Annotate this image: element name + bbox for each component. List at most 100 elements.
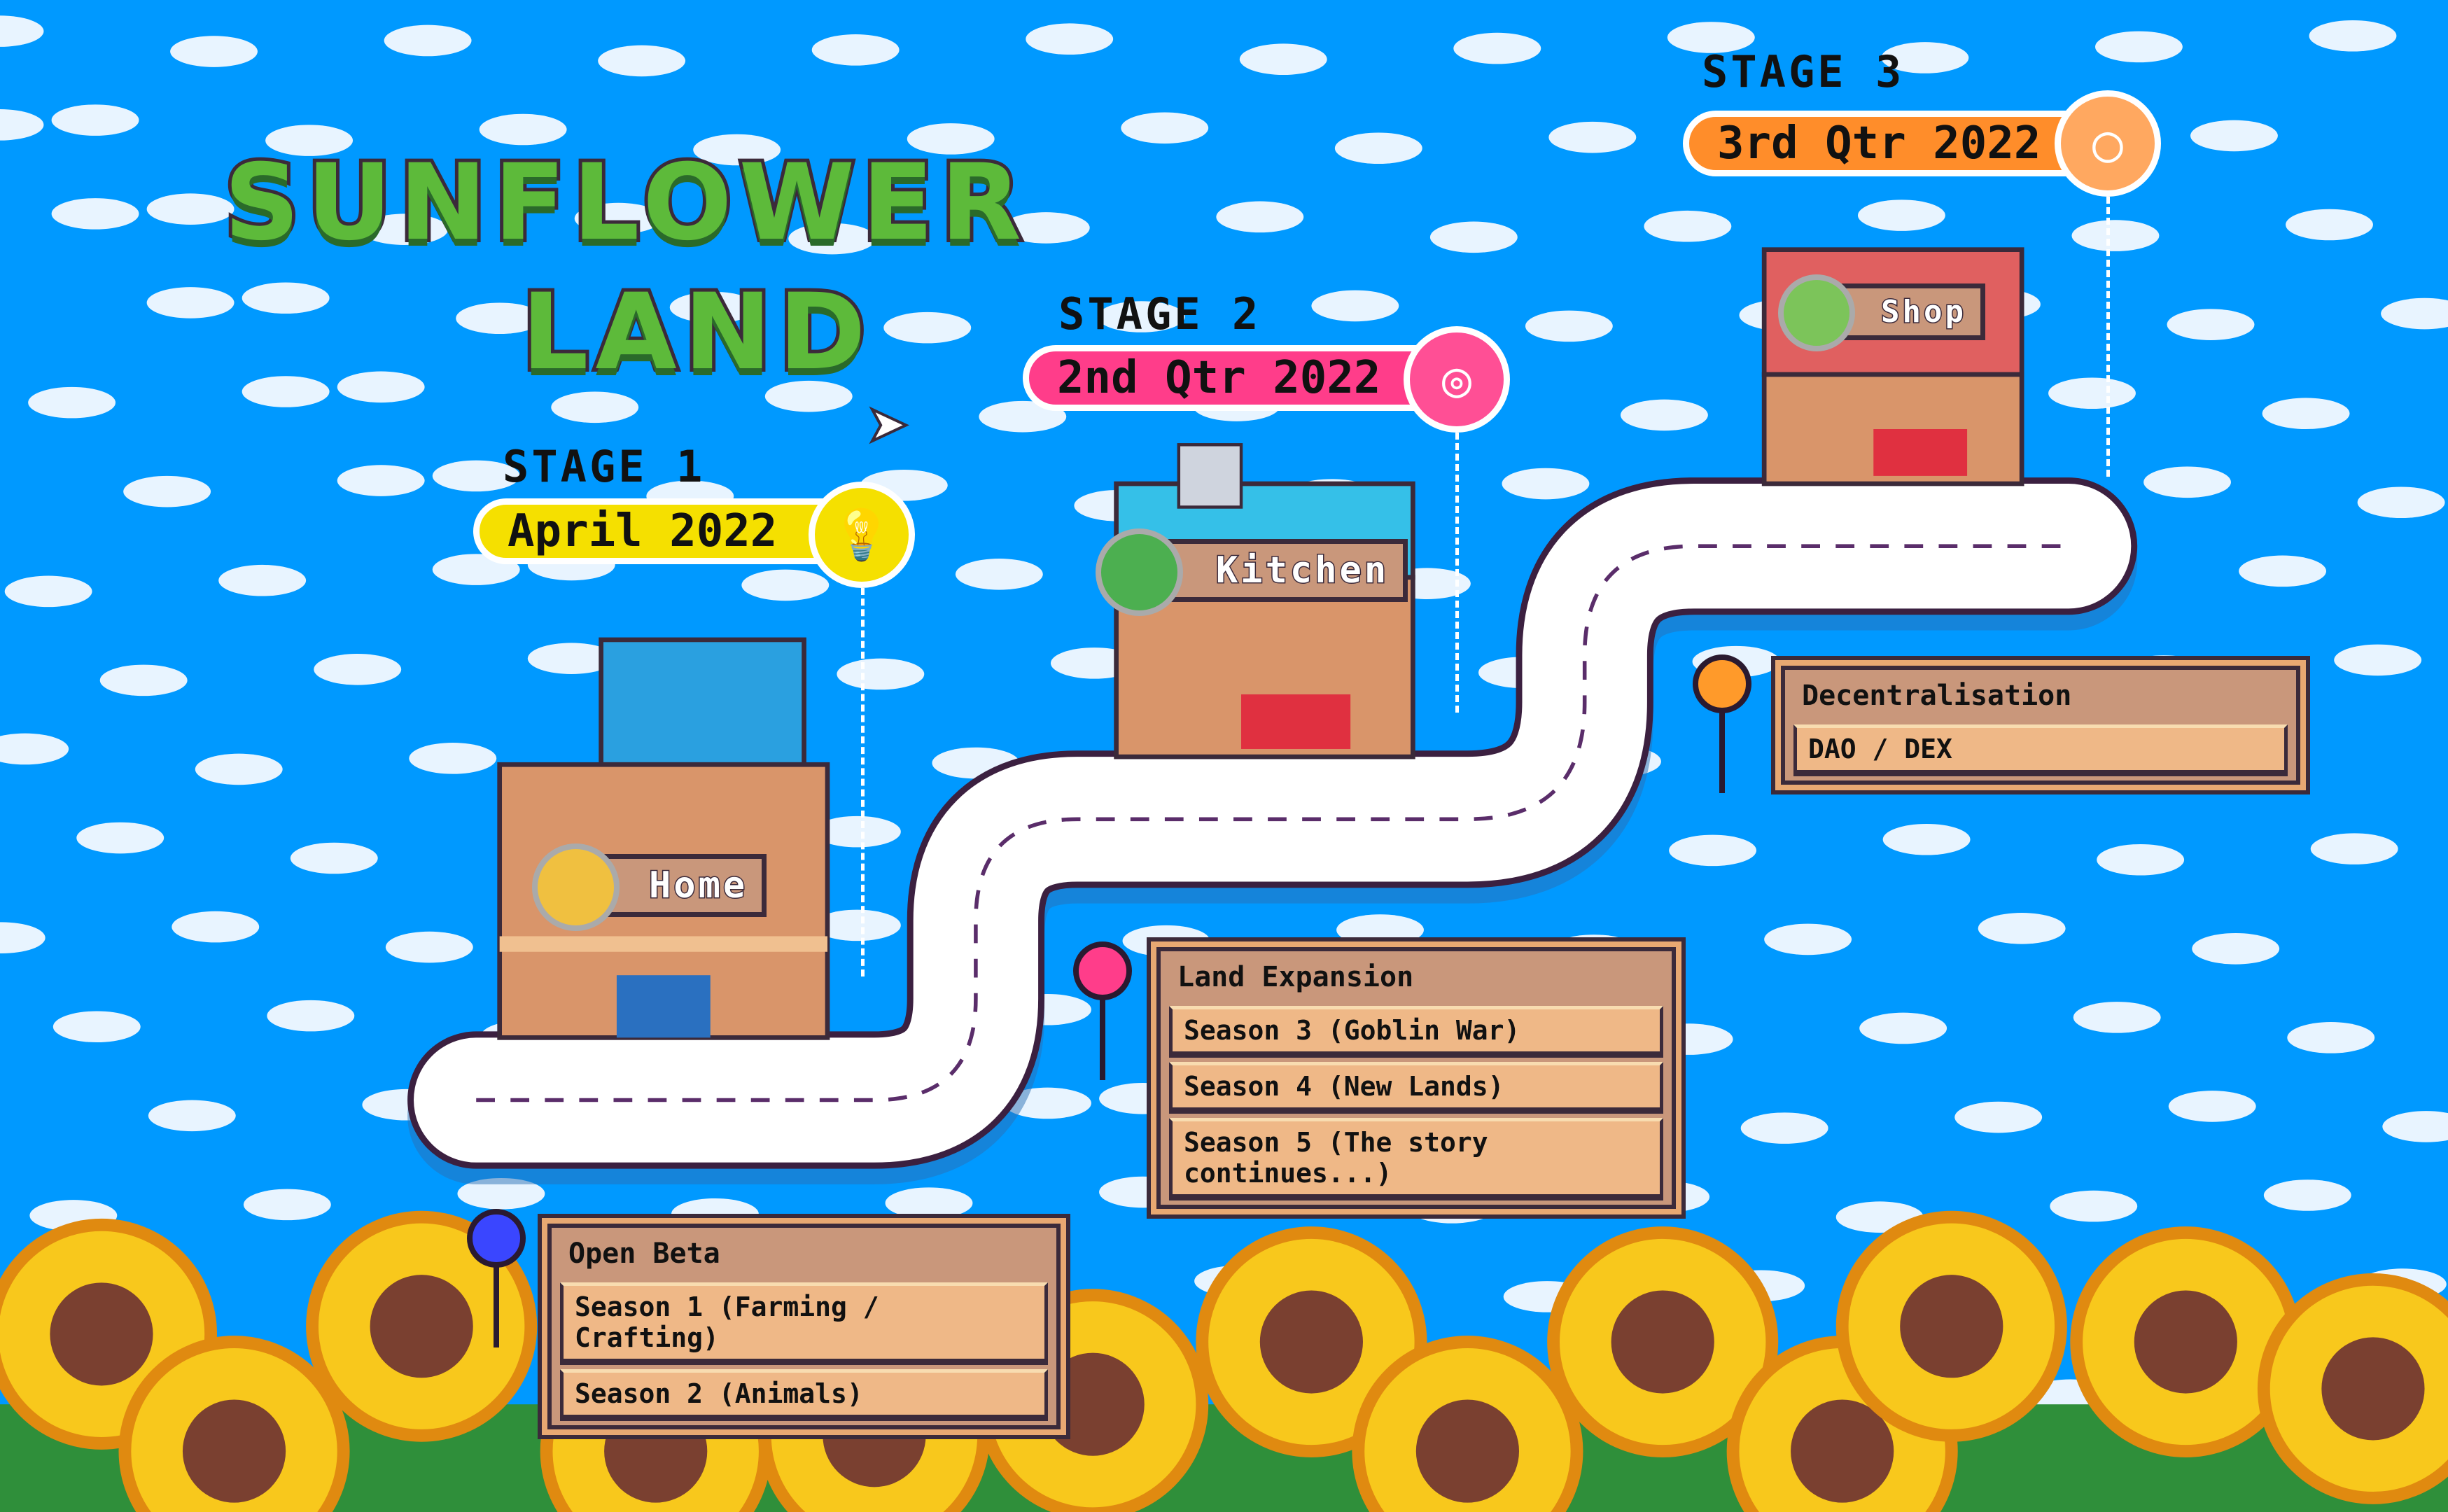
- sunflower-center: [1041, 1352, 1145, 1456]
- cloud: [290, 842, 378, 874]
- cloud: [0, 109, 44, 141]
- sunflower-center: [50, 1282, 153, 1386]
- cloud: [2310, 833, 2398, 864]
- pin-pink-stem: [1100, 996, 1105, 1080]
- cloud: [0, 922, 46, 953]
- cloud: [2309, 20, 2397, 52]
- pin-orange-stem: [1719, 709, 1725, 793]
- cloud: [195, 753, 283, 785]
- cloud: [1239, 43, 1327, 75]
- cloud: [314, 653, 402, 685]
- cloud: [1002, 212, 1090, 244]
- pin-orange: [1693, 654, 1751, 713]
- cloud: [1978, 913, 2066, 944]
- cloud: [551, 391, 639, 424]
- panel-item: Season 5 (The story continues...): [1169, 1118, 1663, 1198]
- cloud: [2071, 220, 2160, 251]
- cloud: [2382, 1111, 2448, 1142]
- cloud: [693, 134, 781, 166]
- panel-title: Decentralisation: [1802, 680, 2072, 712]
- panel-item: DAO / DEX: [1793, 724, 2288, 774]
- stage-2-date: 2nd Qtr 2022: [1057, 352, 1381, 404]
- cloud: [1502, 468, 1590, 500]
- panel-title: Land Expansion: [1177, 961, 1414, 993]
- cloud: [2048, 377, 2136, 410]
- stage-3-connector: [2106, 197, 2110, 477]
- stage-3-date-pill: 3rd Qtr 2022: [1683, 111, 2103, 176]
- cloud: [1453, 32, 1541, 64]
- cloud: [669, 291, 757, 323]
- cloud: [2381, 298, 2448, 330]
- pin-blue-stem: [494, 1264, 499, 1348]
- cloud: [361, 214, 449, 245]
- cloud: [1644, 210, 1732, 242]
- cloud: [2073, 1002, 2161, 1033]
- cloud: [0, 15, 44, 47]
- cloud: [99, 664, 188, 696]
- cloud: [837, 658, 925, 690]
- cloud: [1216, 201, 1304, 233]
- cloud: [788, 223, 876, 255]
- cloud: [337, 465, 425, 496]
- cloud: [53, 1011, 141, 1043]
- cloud: [1334, 132, 1422, 164]
- sunflower-center: [1259, 1290, 1363, 1394]
- building-kitchen-label[interactable]: Kitchen: [1148, 539, 1408, 602]
- cloud: [741, 569, 830, 601]
- cloud: [885, 1187, 973, 1219]
- cloud: [28, 386, 116, 419]
- sunflower-center: [2321, 1337, 2425, 1441]
- cloud: [2094, 31, 2183, 63]
- cloud: [384, 24, 472, 57]
- pin-blue: [467, 1209, 526, 1268]
- panel-item: Season 3 (Goblin War): [1169, 1006, 1663, 1055]
- cloud: [337, 371, 425, 403]
- sunflower-center: [2134, 1290, 2237, 1394]
- panel-title: Open Beta: [568, 1238, 720, 1270]
- panel-item: Season 4 (New Lands): [1169, 1062, 1663, 1111]
- cloud: [813, 816, 901, 848]
- cloud: [148, 1100, 236, 1132]
- cloud: [432, 460, 520, 492]
- stage-3-label: STAGE 3: [1702, 46, 1905, 97]
- building-home: [497, 637, 830, 1040]
- pin-pink: [1073, 941, 1132, 1000]
- cloud: [2050, 1190, 2138, 1222]
- building-shop: [1761, 247, 2024, 486]
- road-center-dash: [476, 544, 2069, 1102]
- cloud: [1667, 22, 1755, 53]
- cloud: [1954, 1101, 2043, 1133]
- cloud: [2262, 398, 2350, 430]
- cloud: [242, 376, 330, 407]
- sunflower-center: [370, 1275, 473, 1378]
- cloud: [267, 1000, 355, 1032]
- cloud: [243, 1189, 331, 1221]
- cloud: [1336, 914, 1424, 946]
- cloud: [574, 202, 662, 234]
- cloud: [1859, 1012, 1947, 1044]
- stage-2-date-pill: 2nd Qtr 2022: [1023, 345, 1471, 411]
- cloud: [1121, 112, 1209, 144]
- cloud: [76, 822, 165, 854]
- cloud: [385, 931, 473, 963]
- cursor-icon: ➤: [867, 386, 911, 468]
- cloud: [1857, 200, 1945, 231]
- cloud: [764, 380, 853, 412]
- cloud: [1882, 823, 1971, 855]
- cloud: [2097, 844, 2185, 876]
- stage-1-label: STAGE 1: [503, 441, 706, 492]
- cloud: [123, 475, 211, 507]
- cloud: [2239, 555, 2327, 587]
- panel-land-expansion: Land Expansion Season 3 (Goblin War) Sea…: [1147, 937, 1686, 1219]
- sunflower-center: [1415, 1399, 1520, 1503]
- logo-line-1: SUNFLOWER: [221, 142, 1029, 264]
- cloud: [218, 564, 307, 596]
- cloud: [813, 909, 901, 941]
- sunflower-center: [1611, 1290, 1714, 1394]
- target-icon: ◎: [1404, 326, 1510, 433]
- stage-1-connector: [861, 588, 865, 976]
- cloud: [2287, 1022, 2375, 1054]
- cloud: [1620, 399, 1708, 431]
- logo-line-2: LAND: [518, 272, 873, 393]
- panel-item: Season 2 (Animals): [560, 1369, 1048, 1418]
